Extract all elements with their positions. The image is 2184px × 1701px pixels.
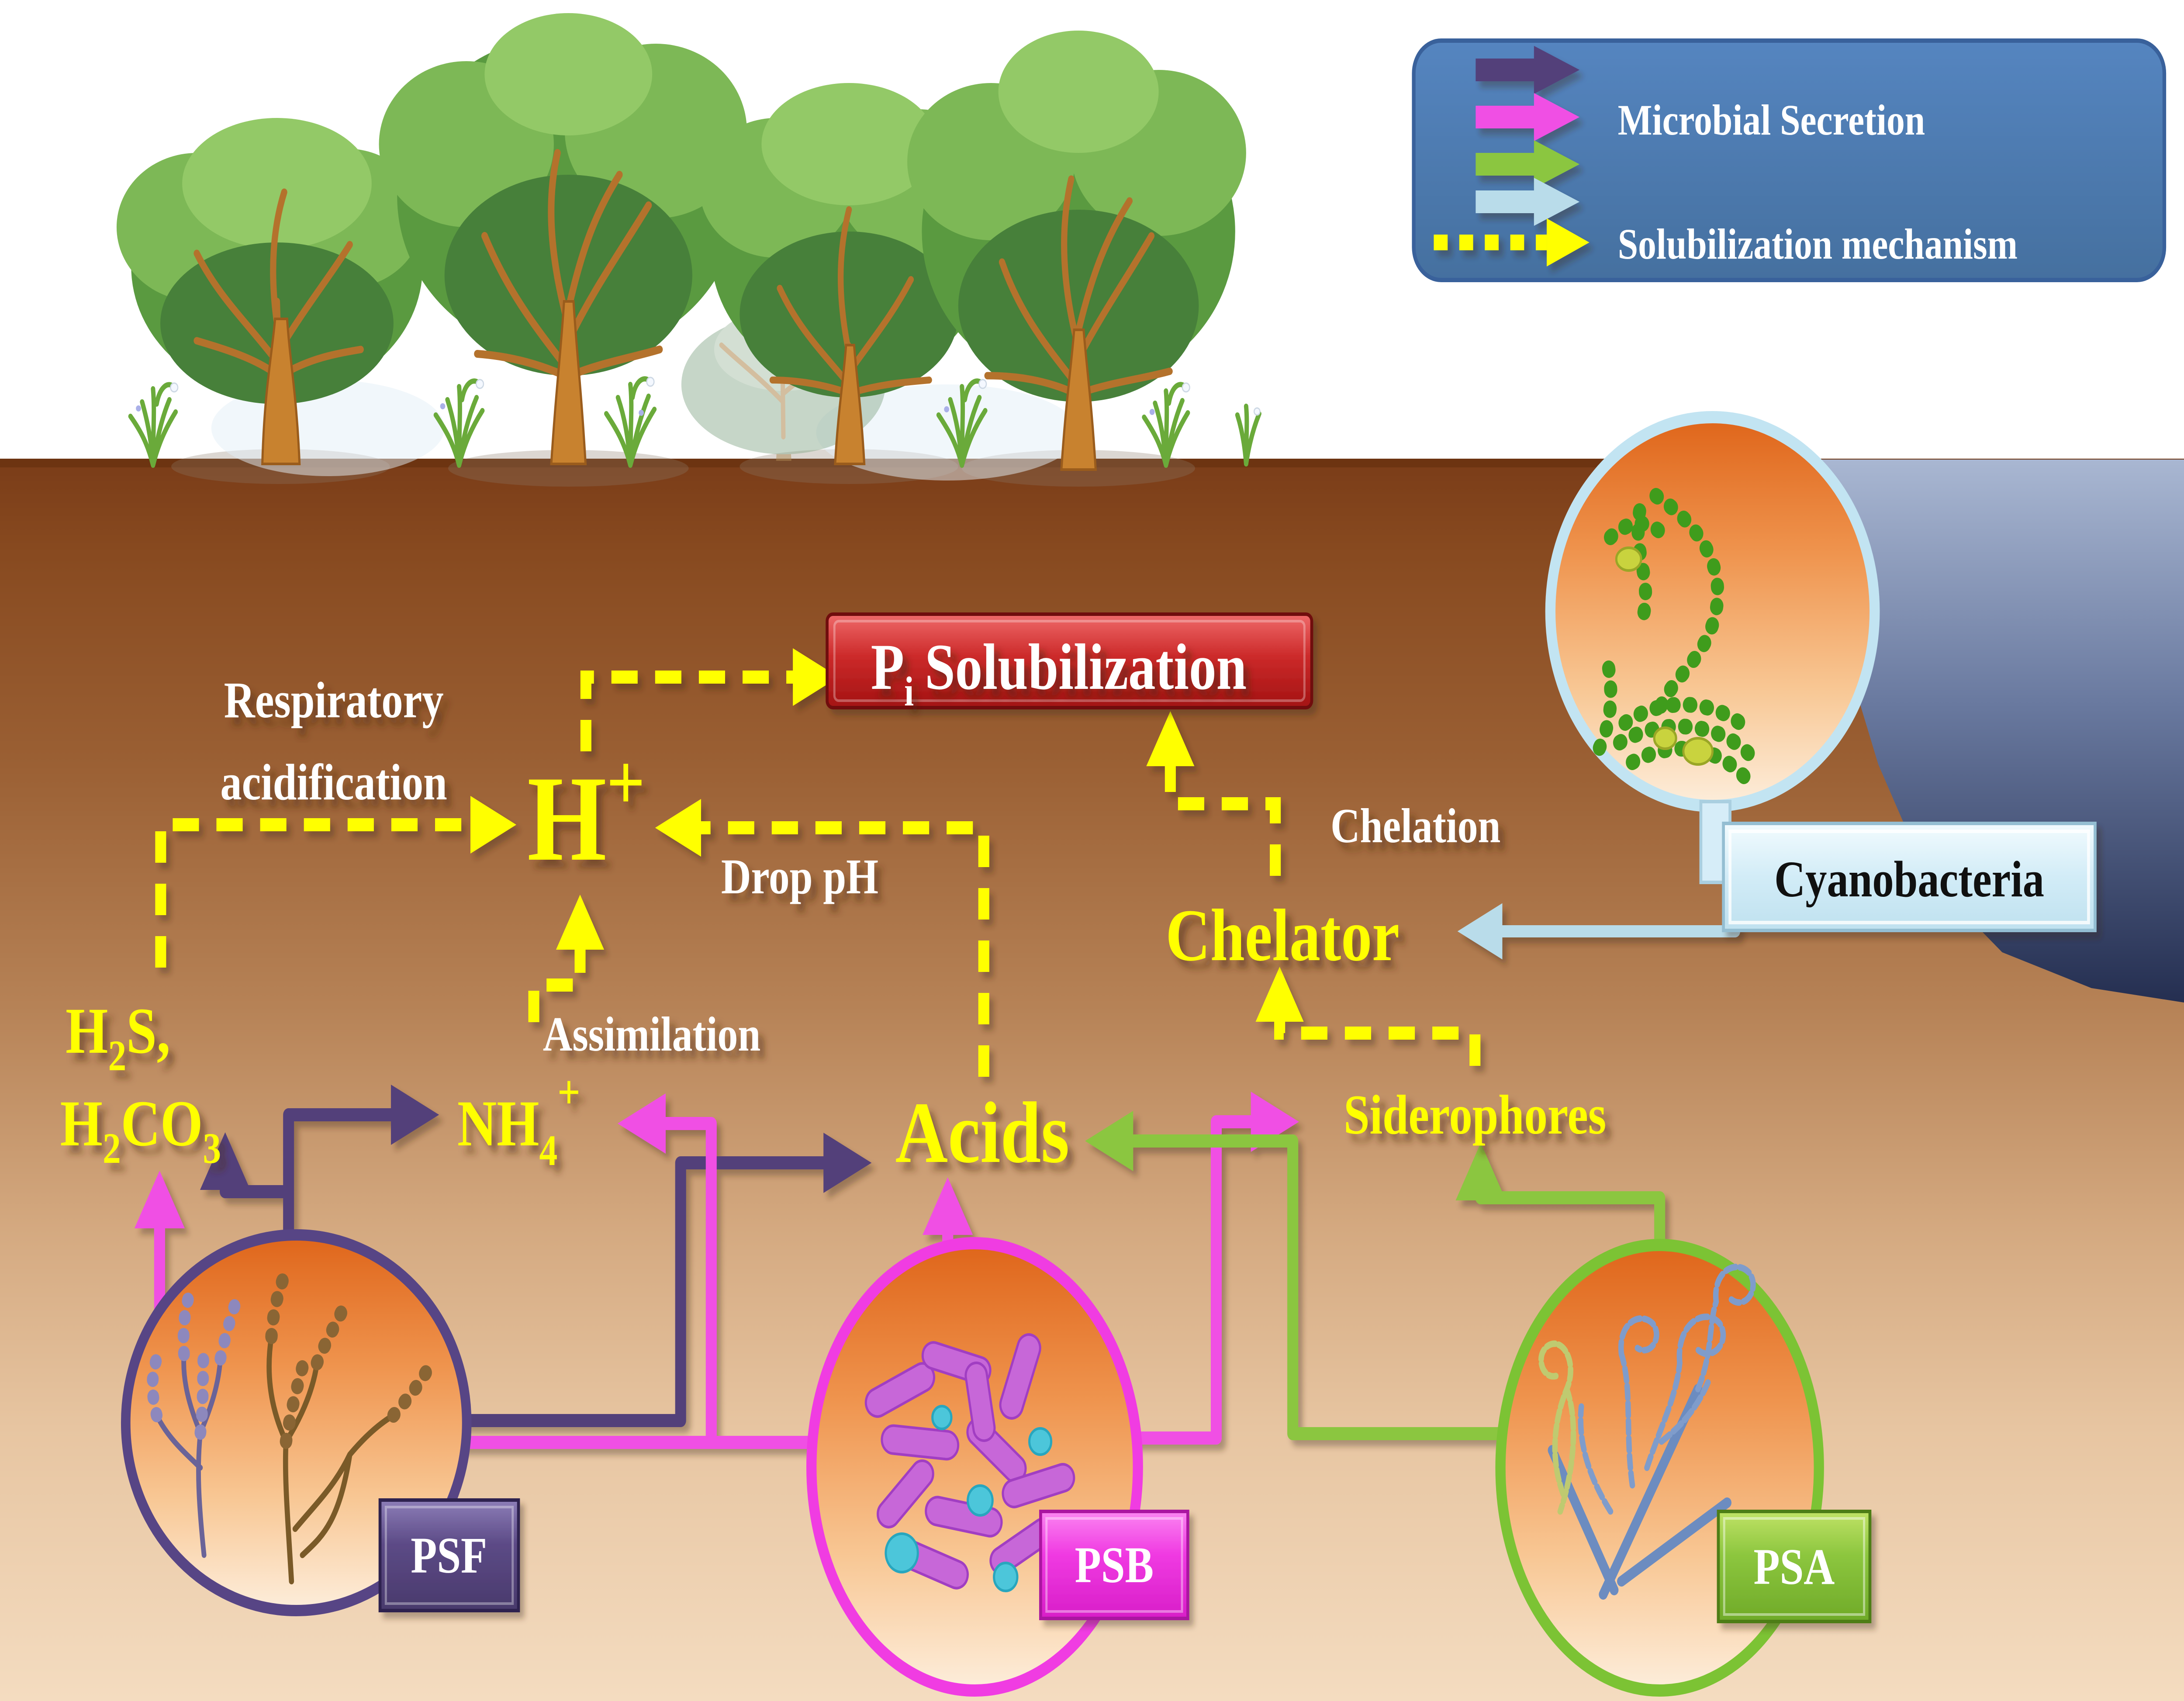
- cyanobacteria-label-box: [1722, 822, 2097, 932]
- assimilation-label: Assimilation: [543, 1007, 760, 1061]
- psb-illustration: [864, 1333, 1075, 1590]
- arrow-siderophores-to-chelator: [1255, 967, 1481, 1066]
- nh4-label: NH4+: [457, 1065, 581, 1174]
- arrow-psf-to-acids: [328, 1133, 872, 1427]
- tree: [116, 118, 423, 465]
- psf-illustration: [146, 1259, 433, 1584]
- tree: [907, 31, 1246, 471]
- arrow-nh4-assimilation-to-hplus: [528, 895, 605, 1022]
- psb-box-bevel: [1045, 1517, 1183, 1613]
- h2s-label: H2S,: [66, 994, 170, 1079]
- mechanism-arrows: [155, 648, 1481, 1077]
- respiratory-acidification-label-line1: Respiratory: [224, 671, 444, 729]
- chelation-label: Chelation: [1330, 799, 1500, 853]
- chelator-label: Chelator: [1165, 894, 1400, 976]
- psb-secretion-arrow-icon: [1476, 93, 1580, 141]
- cyanobacteria-box-bevel: [1728, 830, 2090, 924]
- h-plus-label: H+: [527, 737, 645, 886]
- psf-secretion-arrow-icon: [1476, 46, 1580, 94]
- cyanobacteria-secretion-arrow-icon: [1476, 178, 1580, 226]
- legend: Microbial Secretion Solubilization mecha…: [1412, 38, 2167, 282]
- psf-box-bevel: [384, 1506, 514, 1605]
- solubilization-mechanism-arrowhead-icon: [1547, 218, 1590, 266]
- arrow-acids-drop-ph-to-hplus: [655, 799, 989, 1077]
- arrow-psa-to-siderophores: [1455, 1143, 1666, 1267]
- legend-box: [1412, 38, 2167, 282]
- legend-label-solubilization-mechanism: Solubilization mechanism: [1618, 220, 2018, 268]
- cyanobacteria-label: Cyanobacteria: [1774, 850, 2044, 908]
- arrow-psb-to-nh4: [617, 1093, 717, 1442]
- arrow-respiratory-acidification: [155, 795, 517, 968]
- arrow-psf-to-h2co3: [200, 1132, 289, 1198]
- psb-label-box: [1039, 1510, 1189, 1620]
- psa-box-bevel: [1723, 1517, 1866, 1616]
- psf-label: PSF: [411, 1527, 487, 1584]
- trees: [116, 13, 1261, 487]
- respiratory-acidification-label-line2: acidification: [220, 754, 447, 811]
- siderophores-label: Siderophores: [1344, 1084, 1606, 1146]
- psa-label-box: [1717, 1510, 1872, 1623]
- psf-label-box: [378, 1498, 520, 1612]
- arrow-psa-to-acids: [1085, 1110, 1510, 1440]
- drop-ph-label: Drop pH: [721, 849, 878, 904]
- arrow-hplus-to-pi-solubilization: [580, 648, 839, 751]
- pi-solubilization-box: [826, 612, 1313, 709]
- pi-box-bevel: [833, 620, 1306, 702]
- acids-label: Acids: [895, 1084, 1070, 1181]
- arrow-psf-to-nh4: [283, 1085, 439, 1241]
- psb-circle: [806, 1237, 1143, 1697]
- arrow-chelator-chelation-to-pi: [1146, 711, 1281, 876]
- secretion-arrows: [134, 880, 1740, 1449]
- psa-label: PSA: [1753, 1538, 1835, 1595]
- psb-label: PSB: [1075, 1536, 1154, 1594]
- legend-label-microbial-secretion: Microbial Secretion: [1618, 96, 1925, 144]
- psa-secretion-arrow-icon: [1476, 140, 1580, 188]
- label-boxes: [378, 612, 2097, 1623]
- psa-illustration: [1538, 1263, 1756, 1600]
- cyanobacteria-cells: [1615, 546, 1714, 766]
- h2co3-label: H2CO3: [60, 1087, 221, 1172]
- arrow-psb-to-siderophores: [1131, 1092, 1299, 1445]
- grass-clumps: [128, 376, 1261, 468]
